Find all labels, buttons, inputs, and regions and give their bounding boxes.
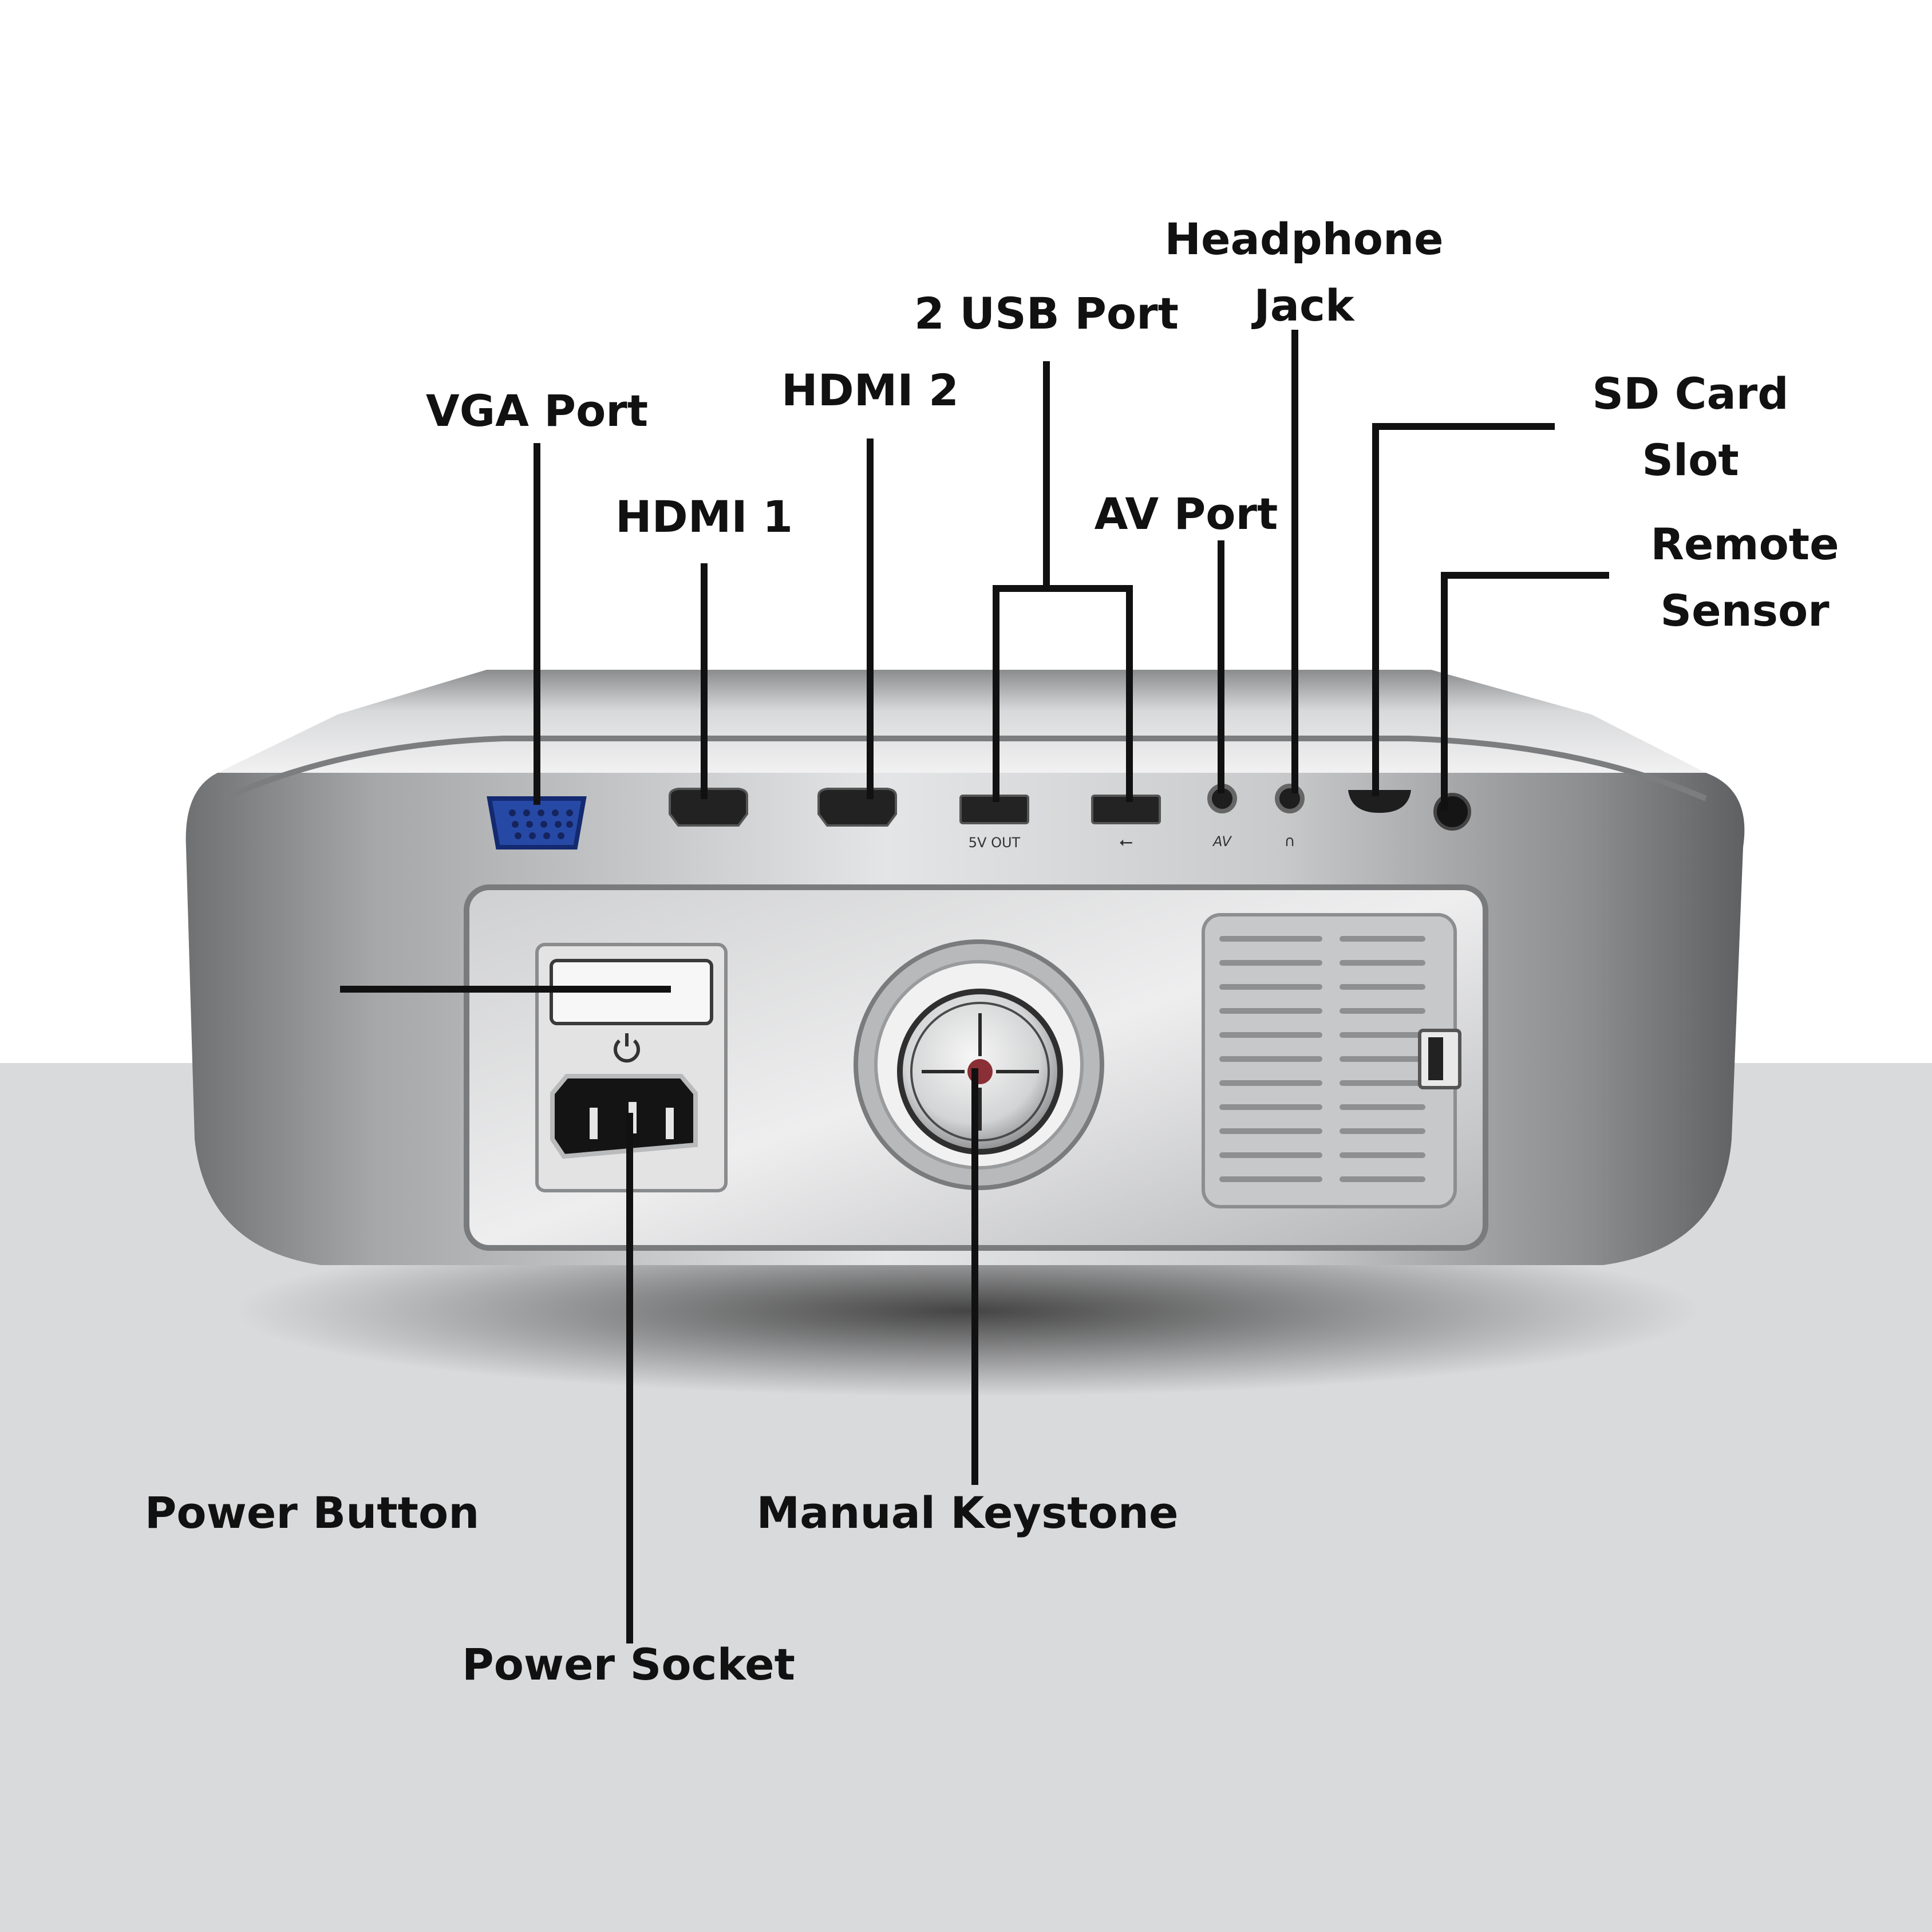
headphone-icon: ∩ [1284, 833, 1295, 850]
vga-connector [487, 796, 587, 850]
headphone-jack-connector [1275, 784, 1305, 813]
power-symbol-icon [614, 1033, 640, 1063]
remote-sensor-window [1433, 793, 1471, 831]
power-socket-connector [550, 1074, 698, 1159]
leader-sd-card-slot [1372, 423, 1555, 796]
usb-5v-out-marking: 5V OUT [969, 835, 1021, 851]
projector-shadow [235, 1225, 1700, 1397]
usb-icon: ⭠ [1119, 832, 1133, 852]
label-power-button: Power Button [144, 1487, 480, 1538]
projector-top [218, 670, 1706, 773]
projector-body: 5V OUT ⭠ AV ∩ [185, 670, 1745, 1397]
label-vga-port: VGA Port [425, 385, 649, 436]
av-marking: AV [1212, 833, 1232, 850]
label-hdmi-2: HDMI 2 [781, 365, 959, 416]
vent-grille [1202, 913, 1461, 1208]
keystone-knob [854, 939, 1104, 1190]
label-usb-port: 2 USB Port [914, 288, 1179, 339]
projector-top-edge [222, 736, 1707, 801]
label-hdmi-1: HDMI 1 [615, 491, 793, 542]
hdmi-2-connector [817, 788, 897, 827]
hdmi-1-connector [669, 788, 748, 827]
label-av-port: AV Port [1094, 488, 1278, 539]
leader-lines [340, 330, 1609, 1643]
leader-usb-port [993, 585, 1133, 802]
label-power-socket: Power Socket [462, 1639, 795, 1690]
sd-card-slot-connector [1348, 790, 1411, 813]
leader-remote-sensor [1441, 572, 1609, 811]
label-manual-keystone: Manual Keystone [756, 1487, 1179, 1538]
